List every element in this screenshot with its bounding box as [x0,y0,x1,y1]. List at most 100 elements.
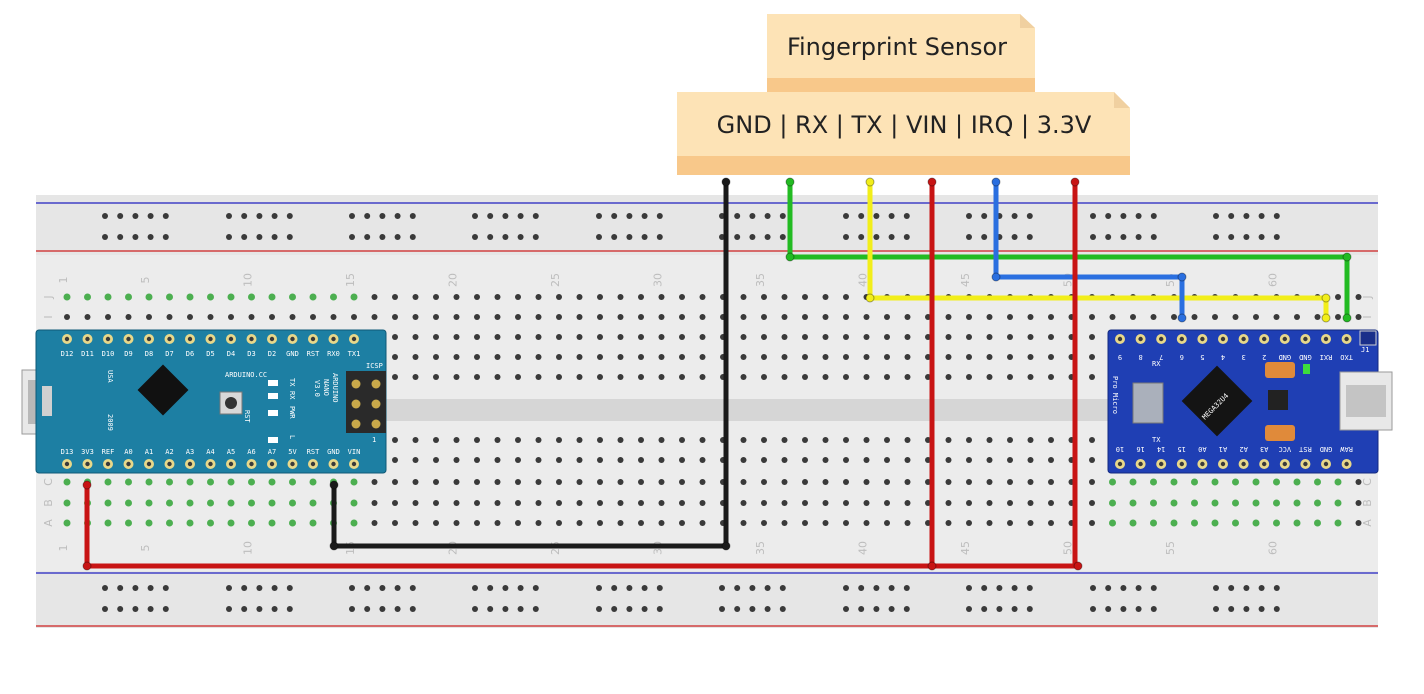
terminal-hole [904,457,911,463]
rail-hole [1243,606,1250,612]
rail-hole [502,585,509,591]
nano-rst-label: RST [243,410,251,423]
nano-top-pin-label: D5 [206,350,214,358]
terminal-hole [1007,500,1013,506]
column-number: 45 [959,541,972,555]
rail-hole [1090,606,1096,612]
nano-reset-button-cap[interactable] [225,397,237,409]
rail-hole [1213,606,1219,612]
terminal-hole [1089,354,1095,360]
connected-hole [1334,519,1342,527]
terminal-hole [822,437,829,443]
rail-hole [241,585,248,591]
rail-hole [1228,606,1235,612]
icsp-pin [371,379,381,389]
rail-hole [641,213,648,219]
terminal-hole [494,314,501,320]
connected-hole [1232,499,1239,507]
terminal-hole [781,479,788,485]
pro-micro-top-pin-label: GND [1278,353,1291,361]
pro-micro-pin-hole [1344,336,1349,342]
terminal-hole [515,294,521,300]
pro-micro-pin-hole [1179,336,1185,342]
wire-endpoint [82,561,92,571]
rail-hole [1011,606,1018,612]
terminal-hole [884,500,890,506]
rail-hole [596,234,602,240]
sensor-pins-note [677,92,1130,175]
connected-hole [104,519,112,527]
rail-hole [843,213,849,219]
terminal-hole [351,314,357,320]
terminal-hole [597,457,603,463]
nano-pin-hole [331,461,336,467]
terminal-hole [269,314,275,320]
terminal-hole [515,479,521,485]
rail-hole [379,585,386,591]
nano-bottom-pin-label: GND [327,448,340,456]
terminal-hole [761,334,767,340]
terminal-hole [679,354,685,360]
terminal-hole [1314,314,1321,320]
connected-hole [104,478,112,486]
terminal-hole [1355,520,1362,526]
terminal-hole [904,500,911,506]
rail-hole [611,606,618,612]
nano-pin-hole [126,336,131,342]
connected-hole [289,519,296,527]
terminal-hole [474,334,480,340]
terminal-hole [412,479,419,485]
terminal-hole [986,500,993,506]
terminal-hole [863,500,870,506]
sensor-title-note [767,14,1035,95]
wire-endpoint [1073,561,1083,571]
nano-bottom-pin-label: REF [102,448,115,456]
rail-hole [1258,213,1265,219]
connected-hole [289,478,296,486]
connected-hole [125,293,132,301]
pro-micro-top-pin-label: 3 [1241,353,1245,361]
rail-hole [764,213,771,219]
terminal-hole [679,314,685,320]
terminal-hole [597,437,603,443]
connected-hole [227,499,235,507]
terminal-hole [843,374,849,380]
row-letter: B [42,499,55,507]
connected-hole [350,499,358,507]
rail-hole [981,585,988,591]
terminal-hole [597,479,603,485]
rail-hole [132,606,139,612]
connected-hole [1211,478,1219,486]
terminal-hole [453,294,460,300]
terminal-hole [986,314,993,320]
nano-bottom-pin-label: VIN [348,448,361,456]
terminal-hole [904,374,911,380]
terminal-hole [679,437,685,443]
rail-hole [256,213,263,219]
terminal-hole [412,437,419,443]
terminal-hole [966,374,972,380]
nano-pin-hole [64,461,70,467]
nano-pin-hole [167,336,172,342]
rail-hole [162,606,169,612]
connected-hole [186,519,194,527]
terminal-hole [1027,500,1034,506]
pro-micro-bottom-pin-label: VCC [1278,445,1291,453]
rail-hole [888,606,895,612]
pro-micro-top-pin-label: GND [1299,353,1312,361]
connected-hole [289,293,296,301]
terminal-hole [1027,374,1034,380]
connected-hole [63,478,71,486]
rail-hole [1135,234,1142,240]
terminal-hole [371,294,378,300]
terminal-hole [474,294,480,300]
terminal-hole [494,520,501,526]
terminal-hole [884,374,890,380]
connected-hole [1191,519,1198,527]
terminal-hole [1007,374,1013,380]
connected-hole [186,293,194,301]
